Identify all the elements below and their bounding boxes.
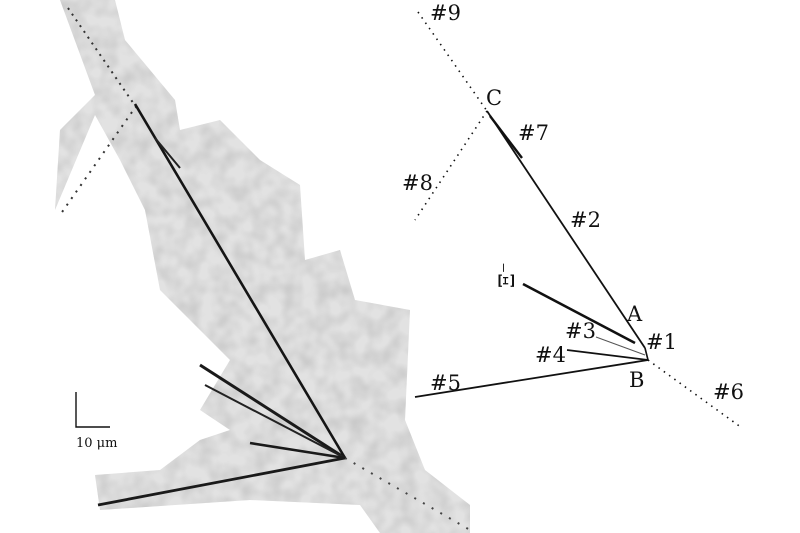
photo-track-mid: [204, 384, 346, 459]
track-5-label: #5: [430, 371, 461, 395]
track-6-label: #6: [713, 380, 744, 404]
track-3-line: [595, 336, 646, 356]
track-8-line: [414, 110, 488, 221]
track-7-label: #7: [518, 121, 549, 145]
photo-track-bottom: [97, 456, 346, 507]
track-1-label: #1: [646, 330, 677, 354]
track-4-line: [566, 349, 649, 361]
micrograph-panel: 10 μm: [55, 0, 471, 533]
xi-track-line: [522, 282, 636, 345]
track-2-line: [486, 110, 646, 349]
track-2-label: #2: [570, 208, 601, 232]
track-4-label: #4: [535, 343, 566, 367]
photo-track-xi: [199, 363, 346, 460]
track-8-label: #8: [402, 171, 433, 195]
track-9-label: #9: [430, 1, 461, 25]
scale-bar-lines: [75, 392, 110, 428]
scale-bar: 10 μm: [75, 392, 117, 451]
vertex-b-label: B: [629, 368, 644, 392]
vertex-c-label: C: [486, 86, 502, 110]
photo-track-short: [249, 441, 346, 460]
emulsion-grain: [55, 0, 470, 533]
photo-track-long: [133, 103, 347, 459]
track-9-line: [417, 11, 488, 112]
scale-bar-label: 10 μm: [76, 436, 117, 451]
photo-faint-track-left: [59, 111, 133, 216]
track-5-line: [414, 359, 649, 398]
xi-track-label: Ξ⁻: [495, 262, 519, 288]
vertex-a-label: A: [626, 302, 643, 326]
track-1-line: [644, 347, 649, 361]
photo-faint-track-lower: [344, 457, 471, 531]
track-7-line: [489, 115, 523, 159]
photo-track-short-upper: [154, 137, 181, 169]
track-3-label: #3: [565, 319, 596, 343]
schematic-panel: #9 #7 #8 #2 Ξ⁻ #3 #1 #4 #5 #6 C A B: [402, 1, 744, 429]
